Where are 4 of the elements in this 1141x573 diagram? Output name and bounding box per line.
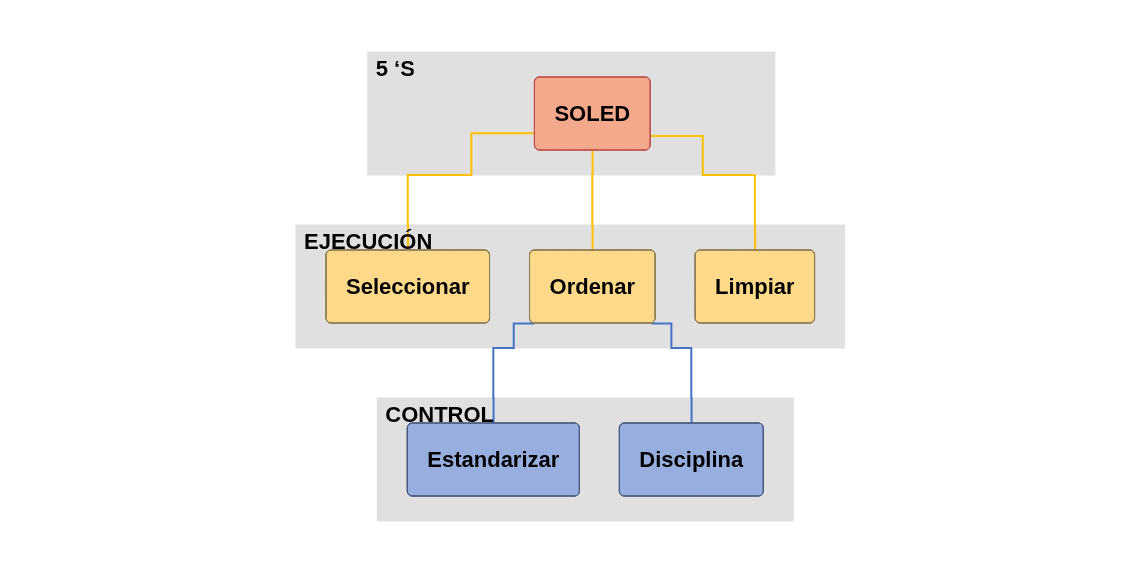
connector	[649, 134, 757, 252]
connector	[650, 322, 693, 425]
connector	[591, 149, 594, 252]
connector	[492, 322, 536, 425]
